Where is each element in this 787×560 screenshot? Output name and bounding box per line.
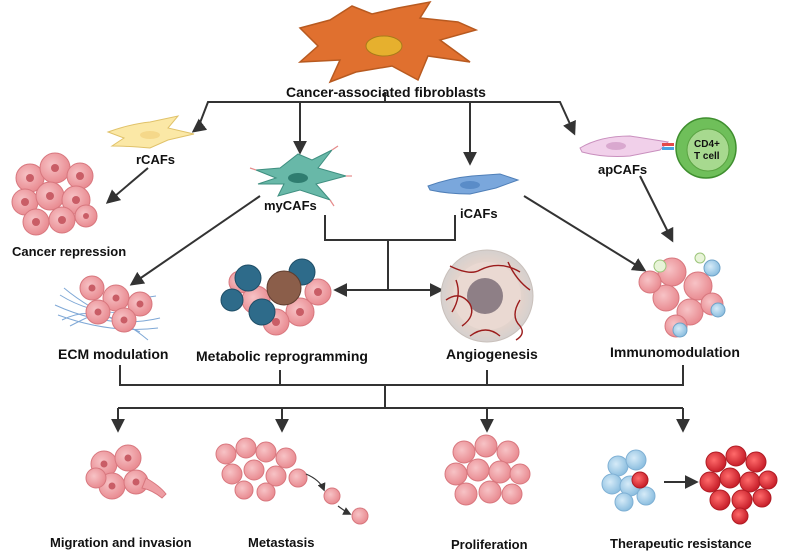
rcafs-label: rCAFs (136, 152, 176, 167)
migration-invasion-cluster (85, 444, 167, 500)
ecm-modulation-label: ECM modulation (58, 346, 169, 362)
cancer-repression-label: Cancer repression (12, 244, 127, 259)
root-label: Cancer-associated fibroblasts (286, 84, 486, 100)
t-cell-label-line1: CD4+ (694, 139, 720, 150)
apcaf-cell-illustration (579, 135, 674, 157)
migration-invasion-label: Migration and invasion (50, 535, 192, 550)
ecm-modulation-cluster (54, 275, 161, 341)
therapeutic-resistance-label: Therapeutic resistance (610, 536, 752, 551)
angiogenesis-label: Angiogenesis (446, 346, 538, 362)
metabolic-reprogramming-label: Metabolic reprogramming (196, 348, 368, 364)
fibroblast-cell-illustration (297, 0, 479, 84)
icafs-label: iCAFs (460, 206, 498, 221)
rcaf-cell-illustration (106, 115, 195, 149)
angiogenesis-tumor (440, 249, 534, 343)
metastasis-cluster (215, 437, 369, 525)
proliferation-label: Proliferation (451, 537, 528, 552)
metabolic-reprogramming-cluster (220, 258, 332, 336)
icaf-cell-illustration (427, 173, 520, 195)
apcafs-label: apCAFs (598, 162, 648, 177)
metastasis-label: Metastasis (248, 535, 315, 550)
connector-lines (105, 92, 699, 489)
immunomodulation-label: Immunomodulation (610, 344, 740, 360)
resistance-clusters (601, 445, 778, 525)
mycaf-cell-illustration (249, 145, 352, 207)
mycafs-label: myCAFs (264, 198, 317, 213)
cancer-repression-cluster (11, 152, 98, 236)
t-cell-label-line2: T cell (694, 151, 720, 162)
immunomodulation-cluster (638, 252, 726, 338)
t-cell-illustration (675, 117, 737, 179)
proliferation-cluster (444, 434, 531, 506)
